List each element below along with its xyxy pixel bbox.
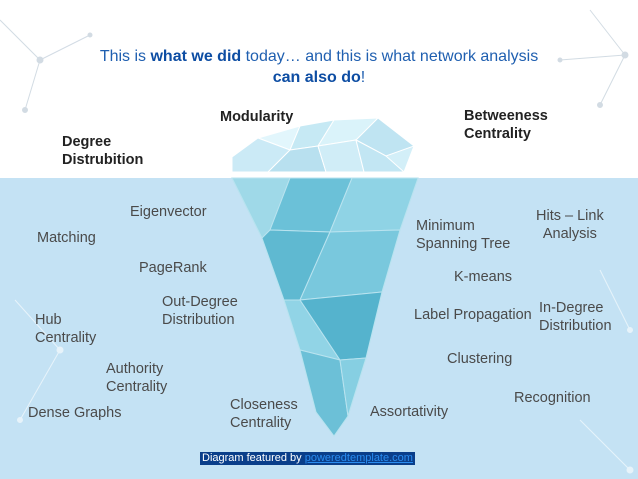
label-out-degree-distribution: Out-Degree Distribution	[162, 293, 238, 329]
label-minimum-spanning-tree: Minimum Spanning Tree	[416, 217, 510, 253]
label-line: Minimum	[416, 218, 475, 234]
label-matching: Matching	[37, 230, 96, 246]
iceberg-tip	[231, 117, 416, 173]
label-pagerank: PageRank	[139, 260, 207, 276]
label-betweeness-centrality: Betweeness Centrality	[464, 107, 548, 143]
title-text: !	[360, 69, 366, 86]
label-line: Distribution	[539, 318, 612, 334]
underwater-network-decoration	[14, 269, 634, 474]
label-line: Centrality	[35, 330, 97, 346]
label-line: In-Degree	[539, 300, 604, 316]
label-line: Analysis	[542, 226, 597, 242]
title-emphasis-can-also-do: can also do	[272, 69, 361, 86]
footer-link[interactable]: poweredtemplate.com	[304, 452, 413, 464]
label-line: Hits – Link	[536, 208, 604, 224]
footer-text: Diagram featured by	[202, 452, 305, 464]
label-recognition: Recognition	[514, 390, 591, 406]
title-text: today… and this is what network analysis	[241, 48, 539, 65]
label-dense-graphs: Dense Graphs	[28, 405, 122, 421]
title-text: This is	[99, 48, 151, 65]
label-k-means: K-means	[454, 269, 513, 285]
label-closeness-centrality: Closeness Centrality	[230, 396, 298, 432]
label-line: Distrubition	[62, 152, 144, 168]
iceberg-underwater	[231, 177, 419, 437]
label-line: Centrality	[464, 126, 531, 142]
label-line: Centrality	[230, 415, 292, 431]
footer-credit: Diagram featured by poweredtemplate.com	[200, 452, 415, 465]
label-line: Distribution	[162, 312, 235, 328]
label-assortativity: Assortativity	[370, 404, 449, 420]
label-hub-centrality: Hub Centrality	[35, 311, 96, 347]
slide-title: This is what we did today… and this is w…	[0, 46, 638, 88]
label-label-propagation: Label Propagation	[414, 307, 532, 323]
label-modularity: Modularity	[220, 109, 294, 125]
label-line: Closeness	[230, 397, 298, 413]
label-eigenvector: Eigenvector	[130, 204, 207, 220]
label-clustering: Clustering	[447, 351, 513, 367]
title-line-1: This is what we did today… and this is w…	[0, 46, 638, 67]
label-line: Out-Degree	[162, 294, 238, 310]
label-authority-centrality: Authority Centrality	[106, 360, 167, 396]
label-degree-distrubition: Degree Distrubition	[62, 133, 143, 169]
network-decoration	[0, 9, 629, 113]
label-line: Centrality	[106, 379, 168, 395]
label-line: Authority	[106, 361, 164, 377]
label-line: Hub	[35, 312, 62, 328]
label-line: Degree	[62, 134, 112, 150]
label-line: Betweeness	[464, 108, 548, 124]
label-line: Spanning Tree	[416, 236, 511, 252]
title-emphasis-what-we-did: what we did	[150, 48, 242, 65]
title-line-2: can also do!	[0, 67, 638, 88]
label-in-degree-distribution: In-Degree Distribution	[539, 299, 612, 335]
label-hits-link-analysis: Hits – Link Analysis	[536, 207, 604, 243]
